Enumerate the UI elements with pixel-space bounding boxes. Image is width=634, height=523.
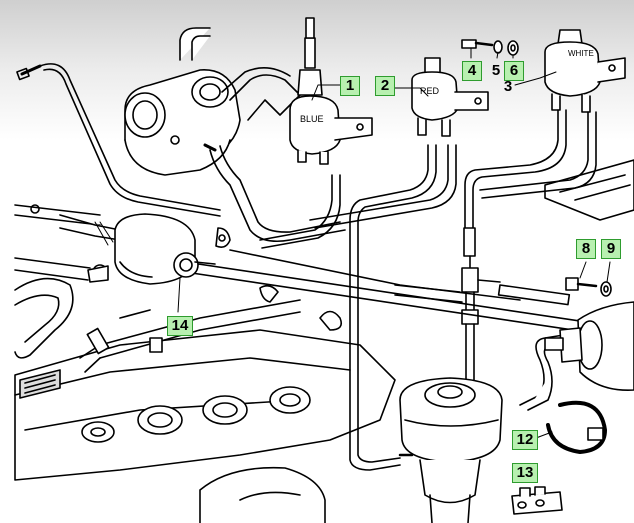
leader-lines <box>177 47 611 439</box>
bracket-plate <box>544 159 634 221</box>
part-label-14[interactable]: 14 <box>167 316 193 336</box>
solenoid-valve-red: RED <box>411 57 489 137</box>
vacuum-diaphragm <box>398 377 503 523</box>
fasteners <box>461 39 612 297</box>
blue-marking: BLUE <box>300 114 324 124</box>
idle-control-valve <box>124 27 241 176</box>
part-label-5[interactable]: 5 <box>491 62 501 79</box>
hose-clamp <box>546 400 607 454</box>
right-canister <box>519 301 634 411</box>
part-label-3[interactable]: 3 <box>503 78 513 95</box>
red-marking: RED <box>420 86 440 96</box>
pressure-regulator <box>59 213 231 285</box>
part-label-8[interactable]: 8 <box>576 239 596 259</box>
part-label-9[interactable]: 9 <box>601 239 621 259</box>
part-label-2[interactable]: 2 <box>375 76 395 96</box>
part-label-12[interactable]: 12 <box>512 430 538 450</box>
left-hoses <box>14 204 301 373</box>
part-label-1[interactable]: 1 <box>340 76 360 96</box>
part-label-13[interactable]: 13 <box>512 463 538 483</box>
intake-manifold <box>14 329 396 523</box>
solenoid-valve-blue: BLUE <box>289 17 373 165</box>
part-label-4[interactable]: 4 <box>462 61 482 81</box>
diagonal-lines <box>86 249 634 355</box>
sensor-lead <box>16 63 221 217</box>
part-label-6[interactable]: 6 <box>504 61 524 81</box>
hose-clip <box>511 486 563 515</box>
white-marking: WHITE <box>568 49 594 58</box>
solenoid-valve-white: WHITE <box>544 29 626 113</box>
